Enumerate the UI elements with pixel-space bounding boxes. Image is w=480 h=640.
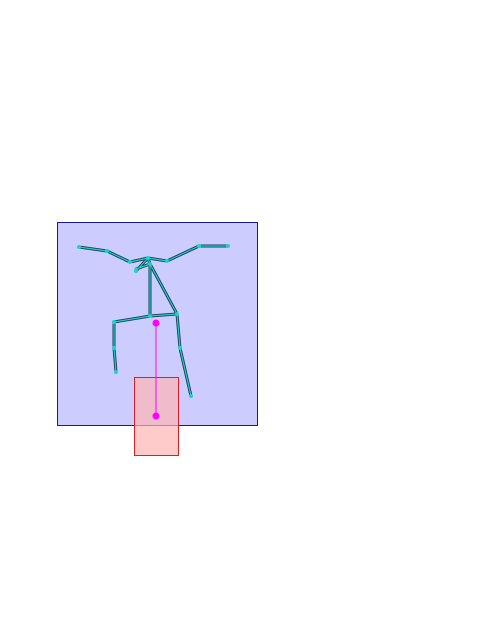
- joint-left-elbow: [105, 249, 109, 253]
- joint-right-knee: [178, 346, 182, 350]
- joint-right-elbow: [197, 244, 201, 248]
- indicator-top-dot: [152, 319, 160, 327]
- joint-left-ankle: [114, 370, 118, 374]
- joint-head-side: [134, 267, 138, 271]
- joint-right-wrist: [226, 244, 230, 248]
- joint-neck: [146, 256, 150, 260]
- joint-left-wrist: [77, 245, 81, 249]
- joint-left-shoulder: [128, 260, 132, 264]
- joint-left-knee: [112, 346, 116, 350]
- indicator-bottom-dot: [152, 412, 160, 420]
- joint-right-ankle: [189, 394, 193, 398]
- torso-right-bone: [149, 263, 178, 315]
- pose-skeleton: [77, 244, 230, 398]
- joint-left-hip: [112, 320, 116, 324]
- joint-right-hip: [175, 312, 179, 316]
- skeleton-joints: [77, 244, 230, 398]
- head-bone: [135, 257, 151, 272]
- joint-nose: [148, 262, 152, 266]
- indicator: [152, 319, 160, 420]
- joint-mid-hip: [148, 314, 152, 318]
- joint-right-shoulder: [165, 259, 169, 263]
